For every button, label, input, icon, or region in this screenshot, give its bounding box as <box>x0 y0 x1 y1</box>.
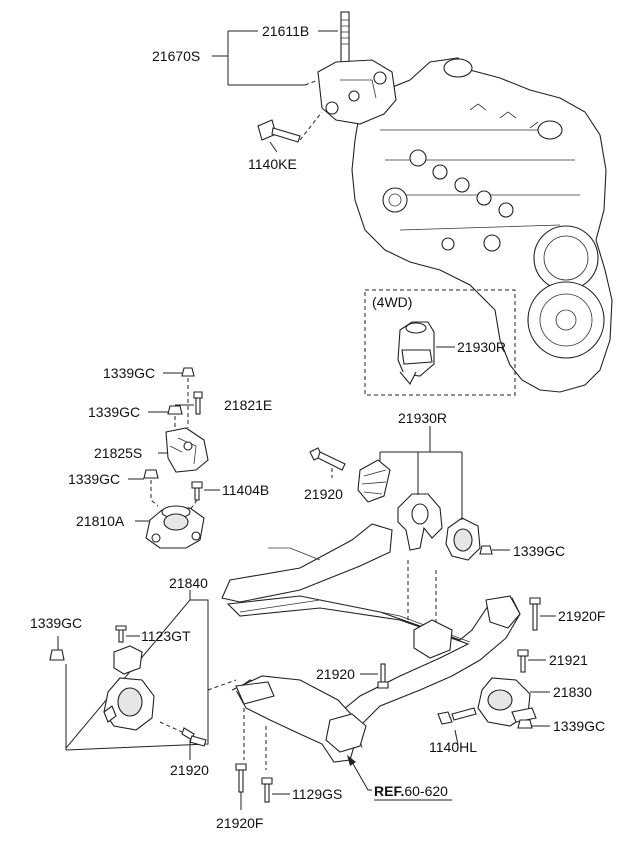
ref-label: REF.60-620 <box>374 783 448 799</box>
bottom-bolts <box>235 763 290 810</box>
label-1339GC-4: 1339GC <box>513 543 565 559</box>
label-1140HL: 1140HL <box>429 739 477 755</box>
ref-arrow <box>347 755 372 791</box>
label-1140KE: 1140KE <box>248 156 297 172</box>
label-1339GC-6: 1339GC <box>553 718 605 734</box>
label-1339GC-1: 1339GC <box>103 365 155 381</box>
mount-21930R-group <box>309 426 510 561</box>
label-1339GC-3: 1339GC <box>68 471 120 487</box>
engine-block <box>351 57 613 393</box>
label-21920-a: 21920 <box>304 486 343 502</box>
right-mount-21830 <box>437 649 550 746</box>
label-1339GC-5: 1339GC <box>30 615 82 631</box>
label-1339GC-2: 1339GC <box>88 404 140 420</box>
label-21670S: 21670S <box>152 48 200 64</box>
subframe <box>221 523 521 770</box>
bolt-21920F-right <box>529 597 556 631</box>
label-21825S: 21825S <box>94 445 142 461</box>
left-mount-assembly <box>143 367 209 549</box>
label-21921: 21921 <box>549 652 588 668</box>
ref-prefix: REF. <box>374 783 404 799</box>
box-21840 <box>49 590 237 760</box>
label-21810A: 21810A <box>76 513 125 529</box>
label-21830: 21830 <box>553 684 592 700</box>
bolt-1140KE <box>257 119 301 143</box>
label-21920-c: 21920 <box>170 762 209 778</box>
ref-value: 60-620 <box>404 783 448 799</box>
leaders-left-mount <box>128 372 220 522</box>
label-1123GT: 1123GT <box>141 628 191 644</box>
label-21930R: 21930R <box>398 410 447 426</box>
label-4wd: (4WD) <box>372 294 412 310</box>
label-11404B: 11404B <box>222 482 269 498</box>
label-21920F-a: 21920F <box>558 608 605 624</box>
label-21920-b: 21920 <box>316 666 355 682</box>
label-21821E: 21821E <box>224 397 272 413</box>
box-4wd <box>364 289 516 396</box>
label-21840: 21840 <box>169 575 208 591</box>
label-21611B: 21611B <box>262 23 309 39</box>
label-21930R-4wd: 21930R <box>457 339 506 355</box>
bolt-21920-center <box>360 663 389 689</box>
engine-bracket-21670S <box>317 11 397 125</box>
label-21920F-b: 21920F <box>216 815 263 831</box>
label-1129GS: 1129GS <box>292 786 342 802</box>
leaders-top <box>212 30 338 153</box>
